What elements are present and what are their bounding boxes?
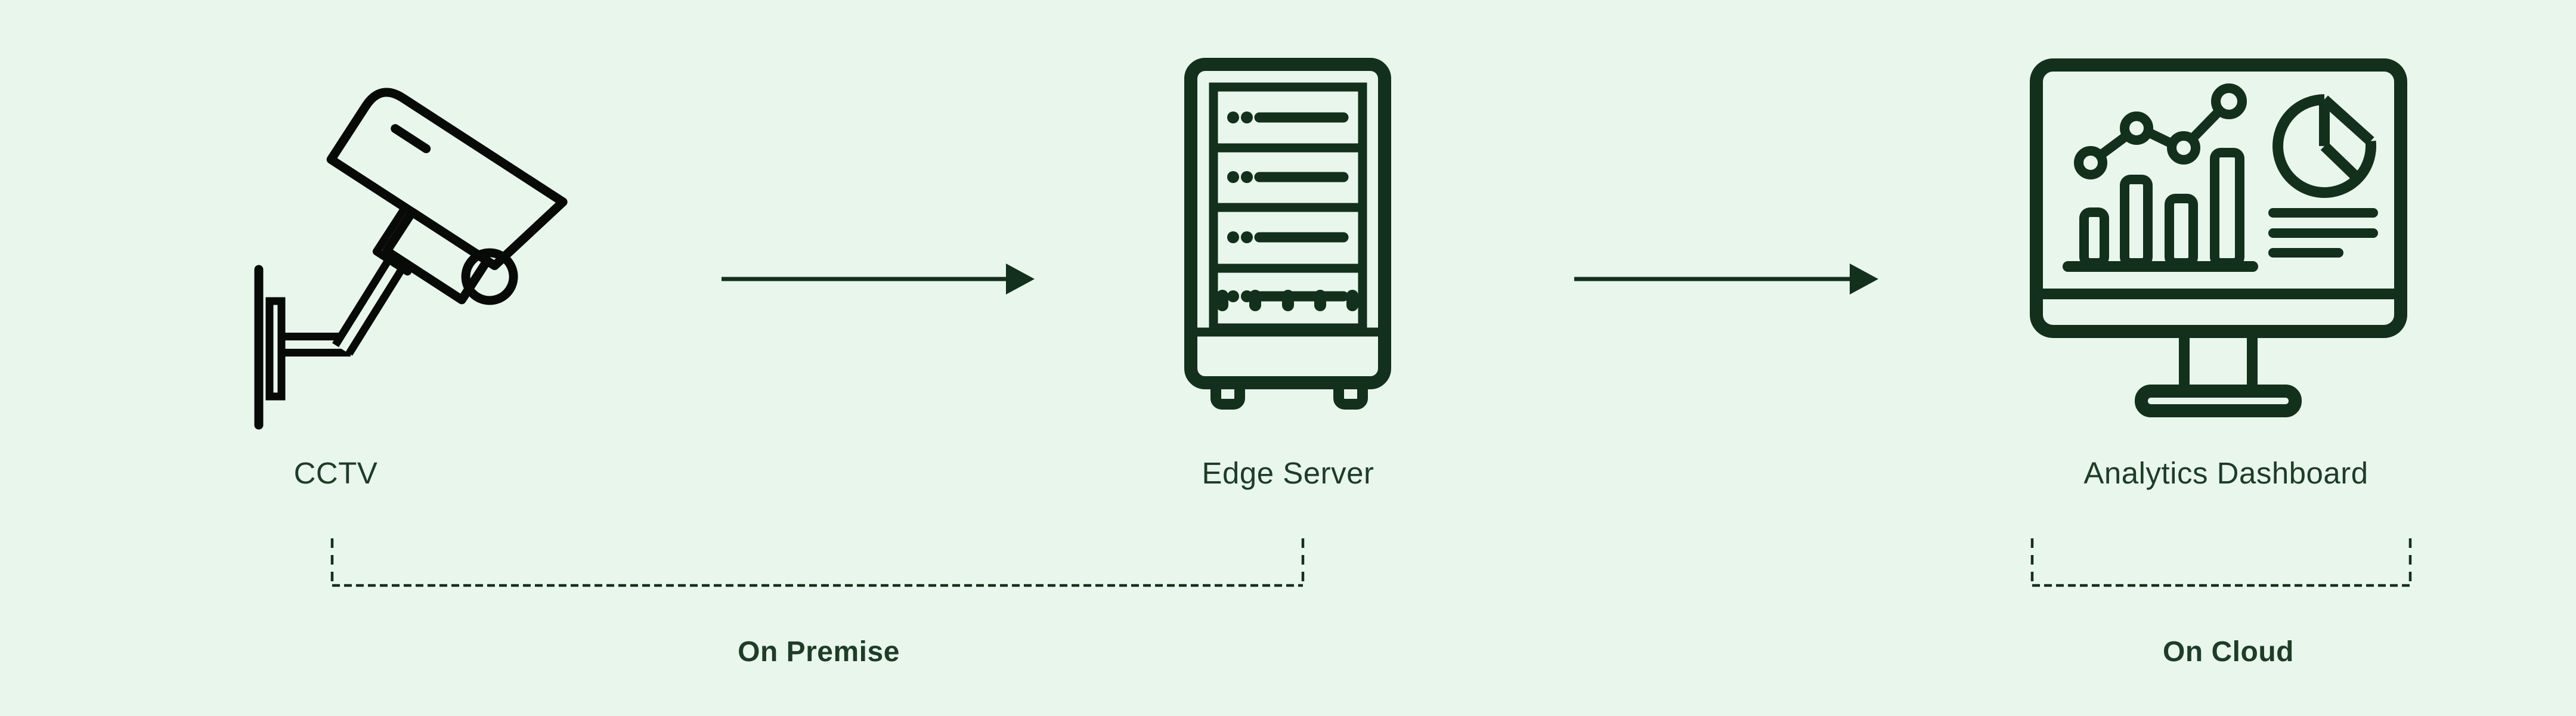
- line-chart-glyph: [2074, 83, 2247, 179]
- on-cloud-bracket: [2030, 538, 2412, 587]
- arrow-right-icon: [722, 264, 1035, 295]
- on-cloud-label: On Cloud: [2163, 636, 2294, 668]
- server-foot: [1210, 382, 1245, 410]
- cctv-body-highlight: [391, 124, 431, 153]
- edge-server-label: Edge Server: [1202, 456, 1374, 490]
- arrow-head: [1850, 264, 1878, 295]
- arrow-head: [1006, 264, 1035, 295]
- arrow-right-icon: [1574, 264, 1878, 295]
- server-foot: [1333, 382, 1368, 410]
- dashboard-text-lines: [2268, 208, 2378, 258]
- monitor-stand-base: [2135, 385, 2302, 417]
- monitor-stand-neck: [2179, 331, 2258, 386]
- analytics-dashboard-label: Analytics Dashboard: [2083, 456, 2368, 490]
- pie-chart-glyph: [2272, 94, 2377, 198]
- cctv-icon: [254, 88, 568, 430]
- cctv-wall-plate: [265, 297, 286, 401]
- bar-chart-glyph: [2063, 148, 2258, 272]
- server-bay-drives: [1254, 112, 1349, 302]
- cctv-lens-circle: [461, 248, 518, 305]
- server-outer-frame: [1184, 58, 1391, 389]
- dashboard-monitor-icon: [2030, 58, 2407, 417]
- monitor-frame: [2030, 58, 2407, 338]
- server-rack-icon: [1184, 58, 1391, 410]
- cctv-label: CCTV: [293, 456, 378, 490]
- cctv-camera-body: [326, 88, 568, 271]
- on-premise-bracket: [330, 538, 1305, 587]
- on-premise-label: On Premise: [738, 636, 900, 668]
- server-vents: [1216, 290, 1358, 311]
